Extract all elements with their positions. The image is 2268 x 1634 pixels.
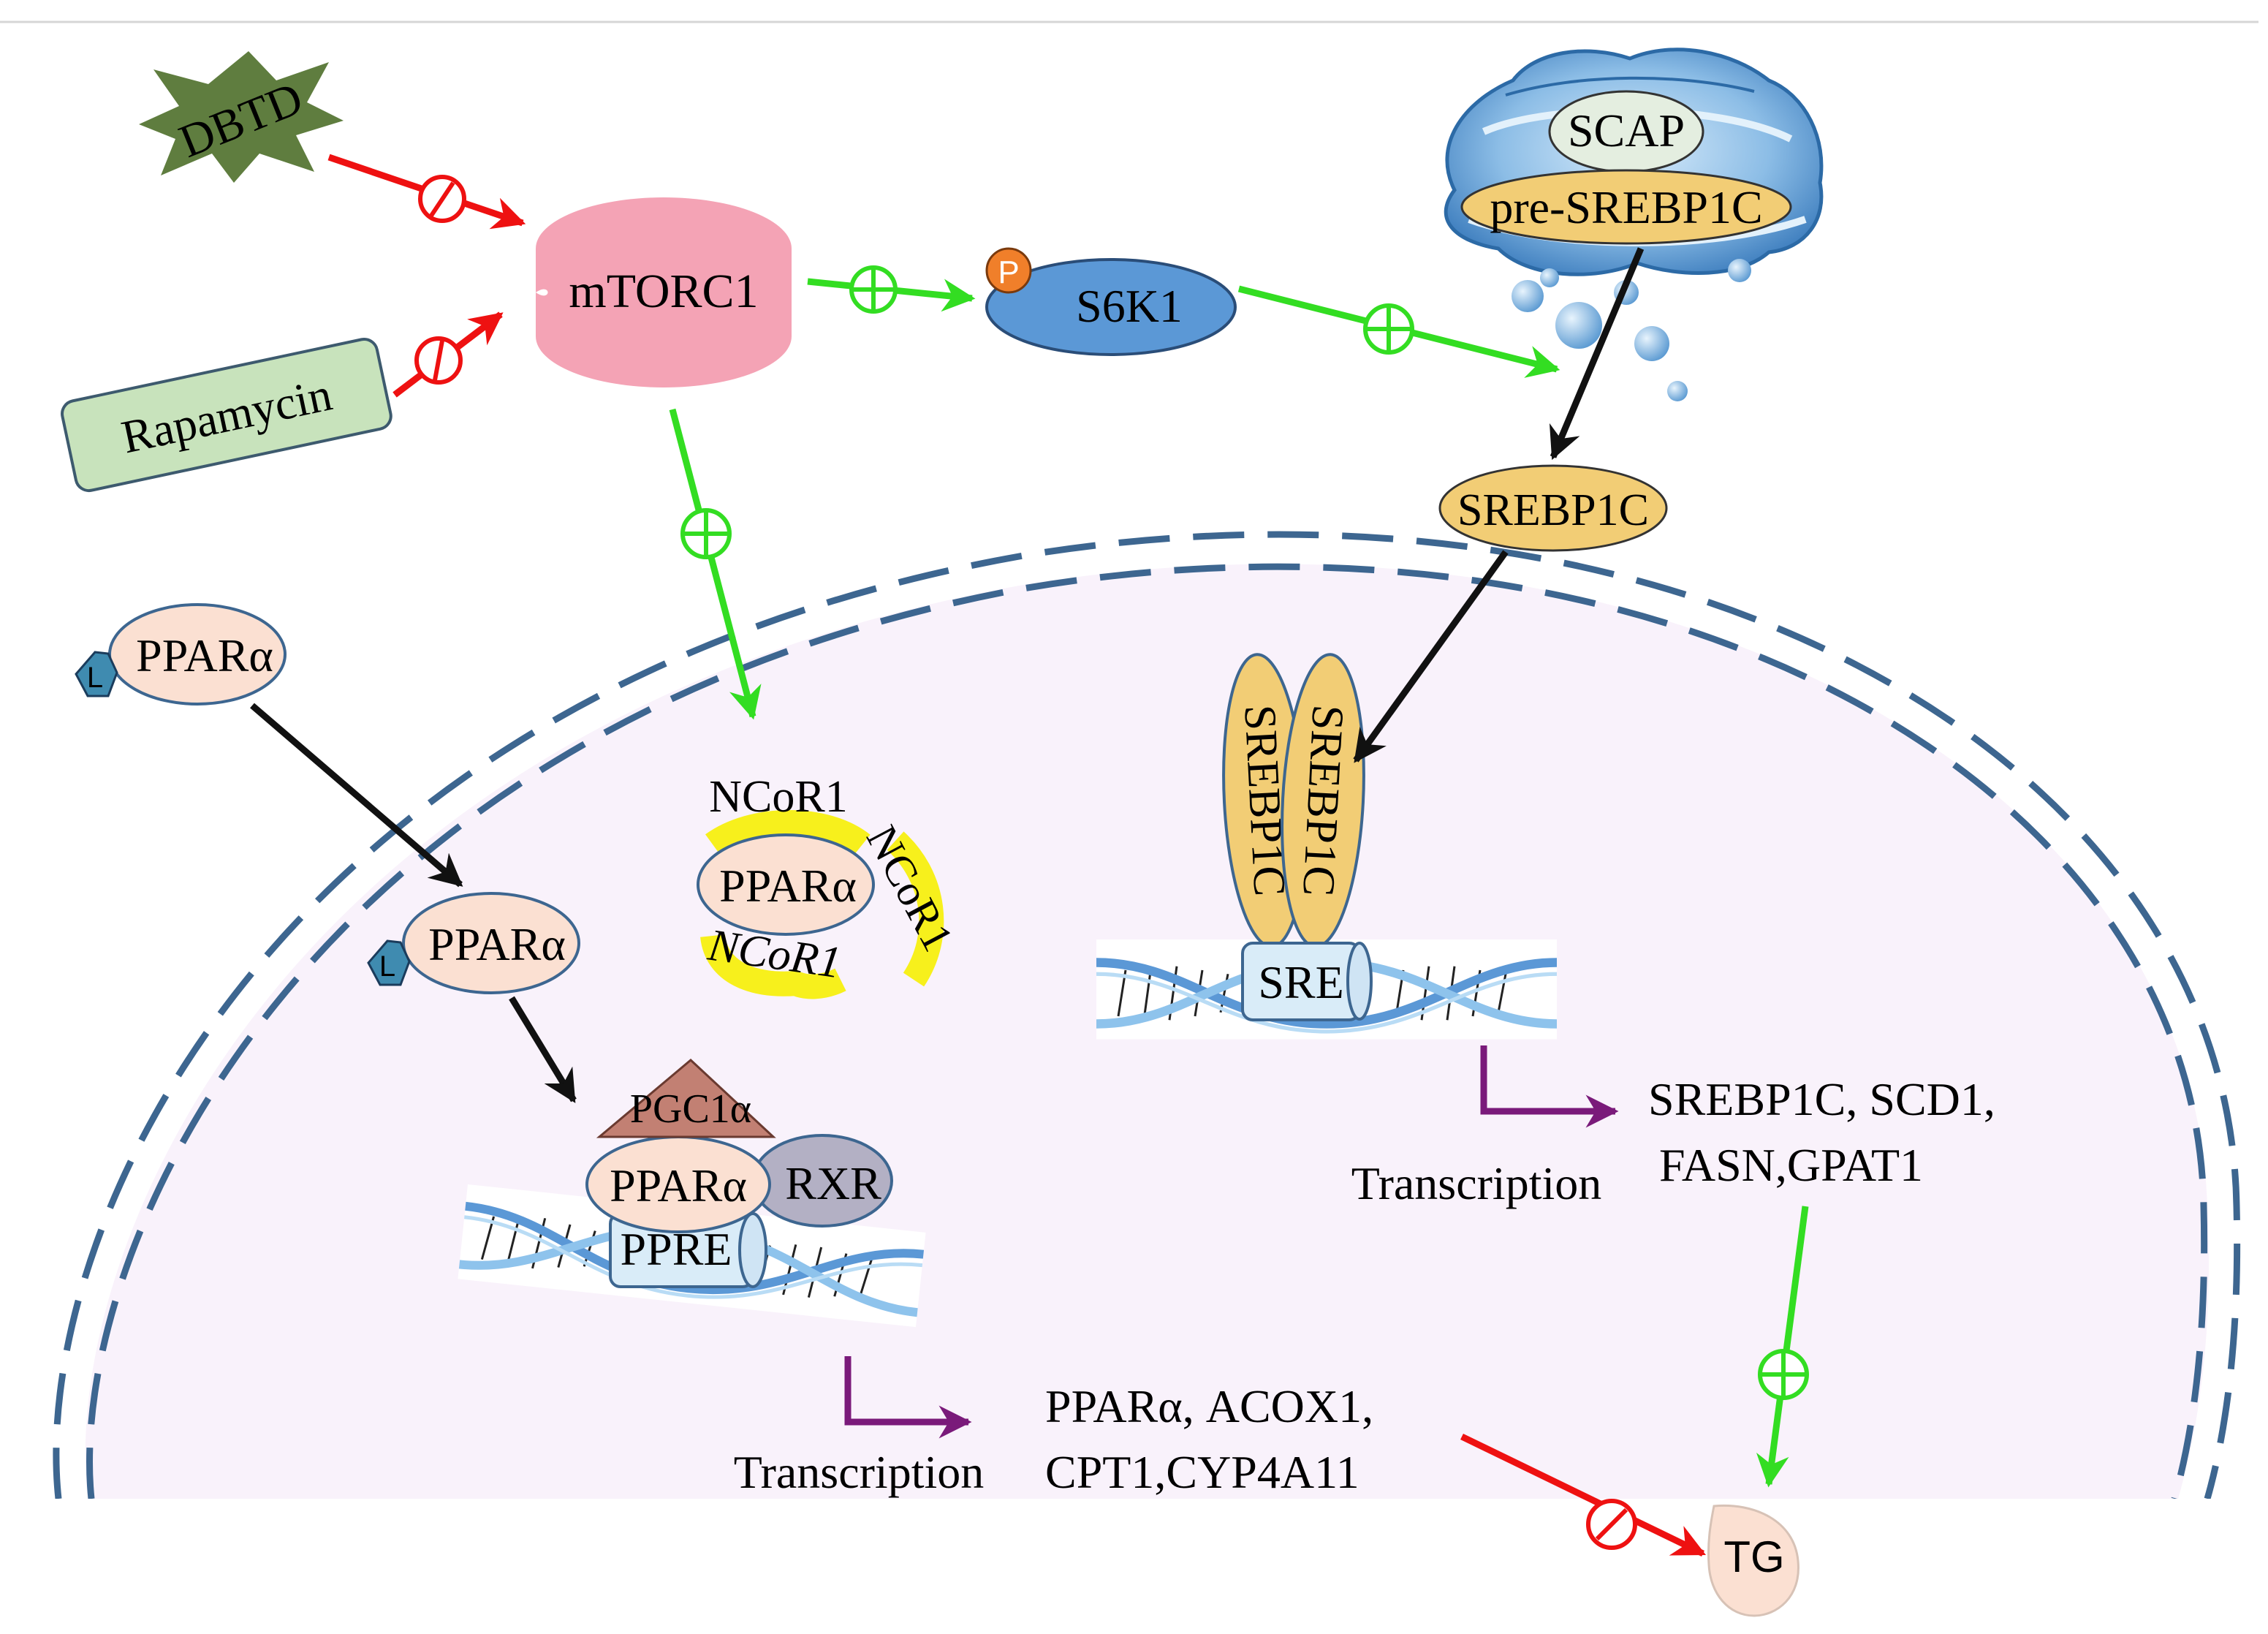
transcription-arrow-right — [1480, 1045, 1619, 1128]
genes-to-tg-inhibition-arrow — [1460, 1433, 1707, 1557]
phospho-badge — [985, 247, 1032, 294]
mtorc1-node: mTORC1 — [536, 197, 792, 387]
s6k1-to-er-activation-arrow — [1237, 285, 1560, 378]
dbtd-inhibition-arrow — [327, 154, 526, 230]
genes-left-line2: CPT1,CYP4A11 — [1045, 1446, 1359, 1498]
nucleus-outer-membrane — [53, 531, 2241, 1500]
srebp1c-to-sre-arrow — [1353, 550, 1509, 763]
mtorc1-to-ncor1-activation-arrow — [669, 408, 762, 720]
pgc1a-label: PGC1α — [630, 1086, 751, 1132]
transcription-label-left: Transcription — [734, 1446, 985, 1498]
srebp1c-dimer-right-label: SREBP1C — [1293, 703, 1353, 897]
tg-node: TG — [1707, 1504, 1799, 1617]
rapamycin-inhibition-arrow — [392, 311, 504, 398]
pre-srebp1c-node: pre-SREBP1C — [1460, 169, 1792, 245]
ligand-label-1: L — [87, 662, 103, 694]
rxr-label: RXR — [785, 1157, 881, 1209]
pre-srebp1c-to-srebp1c-arrow — [1549, 247, 1645, 461]
pgc1a-triangle — [596, 1058, 776, 1138]
sre-label: SRE — [1258, 956, 1343, 1008]
ppara-ligand-complex-1: PPARα L — [75, 603, 287, 706]
genes-right-line2: FASN,GPAT1 — [1659, 1139, 1923, 1191]
transcription-arrow-left — [844, 1356, 972, 1439]
mtorc1-label: mTORC1 — [569, 265, 758, 318]
phospho-label: P — [998, 254, 1019, 290]
ligand-hexagon-2 — [367, 939, 411, 986]
sre-dna-complex: SREBP1C SREBP1C SRE — [1096, 653, 1557, 1039]
nucleus-inner-membrane — [86, 563, 2208, 1500]
ppara-to-ppre-arrow — [509, 996, 577, 1103]
srebp1c-label: SREBP1C — [1457, 485, 1649, 535]
figure-bottom-mask — [0, 1499, 2268, 1634]
dbtd-node: DBTD — [139, 51, 344, 183]
scap-node: SCAP — [1548, 90, 1704, 173]
ppara-to-ligand-binding-arrow — [250, 703, 463, 888]
genes-left-line1: PPARα, ACOX1, — [1045, 1380, 1373, 1432]
mtorc1-to-s6k1-activation-arrow — [807, 265, 976, 314]
scap-label: SCAP — [1568, 105, 1685, 156]
ligand-label-2: L — [379, 950, 395, 983]
pre-srebp1c-label: pre-SREBP1C — [1490, 181, 1762, 233]
ppara-label-2: PPARα — [428, 918, 566, 970]
s6k1-label: S6K1 — [1076, 280, 1183, 332]
genes-right-line1: SREBP1C, SCD1, — [1648, 1073, 1995, 1125]
er-vesicles — [1512, 259, 1751, 401]
ppara-ligand-complex-2: PPARα L — [367, 892, 580, 994]
ncor1-top-label: NCoR1 — [709, 772, 847, 822]
tg-label: TG — [1723, 1532, 1784, 1581]
ppara-ncor-label: PPARα — [719, 860, 857, 912]
ligand-hexagon-1 — [75, 651, 118, 697]
rapamycin-node: Rapamycin — [61, 337, 392, 493]
genes-to-tg-activation-arrow — [1756, 1206, 1809, 1488]
s6k1-node: S6K1 P — [985, 247, 1237, 356]
ppara-label-1: PPARα — [136, 629, 273, 681]
ppre-dna-complex: PPRE RXR PPARα PGC1α — [458, 1058, 925, 1327]
srebp1c-node: SREBP1C — [1438, 464, 1668, 552]
transcription-label-right: Transcription — [1351, 1157, 1602, 1209]
ppara-ppre-label: PPARα — [610, 1160, 747, 1211]
